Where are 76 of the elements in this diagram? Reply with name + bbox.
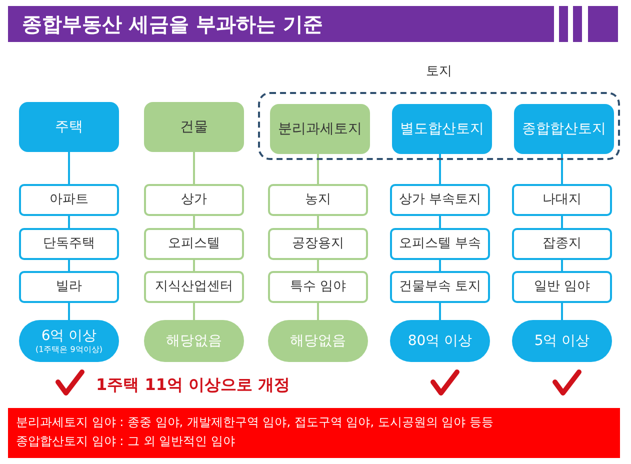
connector-line <box>317 260 319 271</box>
connector-line <box>439 303 441 320</box>
group-heading: 토지 <box>425 64 453 80</box>
connector-line <box>193 260 195 271</box>
threshold-pill <box>19 320 119 362</box>
category-box <box>19 102 119 152</box>
box-label: 농지 <box>305 192 331 208</box>
box-label: 상가 부속토지 <box>398 192 482 208</box>
box-label: 건물 <box>180 118 208 136</box>
connector-line <box>317 303 319 320</box>
connector-line <box>439 260 441 271</box>
item-box <box>19 228 119 260</box>
box-label: 별도합산토지 <box>400 120 484 138</box>
connector-line <box>317 152 319 184</box>
box-label: 아파트 <box>50 192 88 208</box>
connector-line <box>68 216 70 228</box>
threshold-pill <box>144 320 244 362</box>
box-label: 주택 <box>55 118 83 136</box>
item-box <box>268 271 368 303</box>
revision-note: 1주택 11억 이상으로 개정 <box>96 375 290 396</box>
category-box <box>514 104 614 154</box>
box-label: 80억 이상 <box>408 332 472 350</box>
box-label: 단독주택 <box>43 236 95 252</box>
connector-line <box>439 152 441 184</box>
connector-line <box>317 216 319 228</box>
item-box <box>268 184 368 216</box>
item-box <box>19 271 119 303</box>
connector-line <box>68 152 70 184</box>
box-label: 잡종지 <box>542 236 582 252</box>
box-label: 특수 임야 <box>290 279 346 295</box>
connector-line <box>561 216 563 228</box>
note-line: 종압합산토지 임야 : 그 외 일반적인 임야 <box>16 433 236 450</box>
item-box <box>19 184 119 216</box>
threshold-pill <box>512 320 612 362</box>
box-label: 건물부속 토지 <box>398 279 482 295</box>
box-label: 상가 <box>181 192 207 208</box>
item-box <box>390 228 490 260</box>
category-box <box>270 104 370 154</box>
box-label: 일반 임야 <box>534 279 590 295</box>
box-label: 오피스텔 부속 <box>398 236 482 252</box>
box-label: 분리과세토지 <box>278 120 362 138</box>
box-label: 공장용지 <box>292 236 344 252</box>
connector-line <box>561 260 563 271</box>
connector-line <box>68 303 70 320</box>
item-box <box>390 184 490 216</box>
item-box <box>144 184 244 216</box>
category-box <box>392 104 492 154</box>
connector-line <box>193 152 195 184</box>
item-box <box>512 228 612 260</box>
connector-line <box>68 260 70 271</box>
note-text: (1주택은 9억이상) <box>36 344 102 354</box>
box-label: 5억 이상 <box>534 332 590 350</box>
item-box <box>268 228 368 260</box>
box-label: 종합합산토지 <box>522 120 606 138</box>
connector-line <box>193 216 195 228</box>
title-bar: 종합부동산 세금을 부과하는 기준 <box>8 6 554 42</box>
threshold-pill <box>390 320 490 362</box>
item-box <box>144 228 244 260</box>
note-line: 분리과세토지 임야 : 종중 임야, 개발제한구역 임야, 접도구역 임야, 도시공원의 임야 등등 <box>16 414 494 431</box>
box-label: 지식산업센터 <box>155 279 233 295</box>
box-label: 빌라 <box>56 279 82 295</box>
box-label: 6억 이상 <box>41 328 97 345</box>
box-label: 나대지 <box>542 192 582 208</box>
item-box <box>512 184 612 216</box>
box-label: 해당없음 <box>166 332 222 350</box>
box-label: 해당없음 <box>290 332 346 350</box>
item-box <box>144 271 244 303</box>
connector-line <box>193 303 195 320</box>
box-label: 오피스텔 <box>168 236 220 252</box>
category-box <box>144 102 244 152</box>
connector-line <box>561 152 563 184</box>
item-box <box>512 271 612 303</box>
item-box <box>390 271 490 303</box>
connector-line <box>439 216 441 228</box>
threshold-pill <box>268 320 368 362</box>
connector-line <box>561 303 563 320</box>
